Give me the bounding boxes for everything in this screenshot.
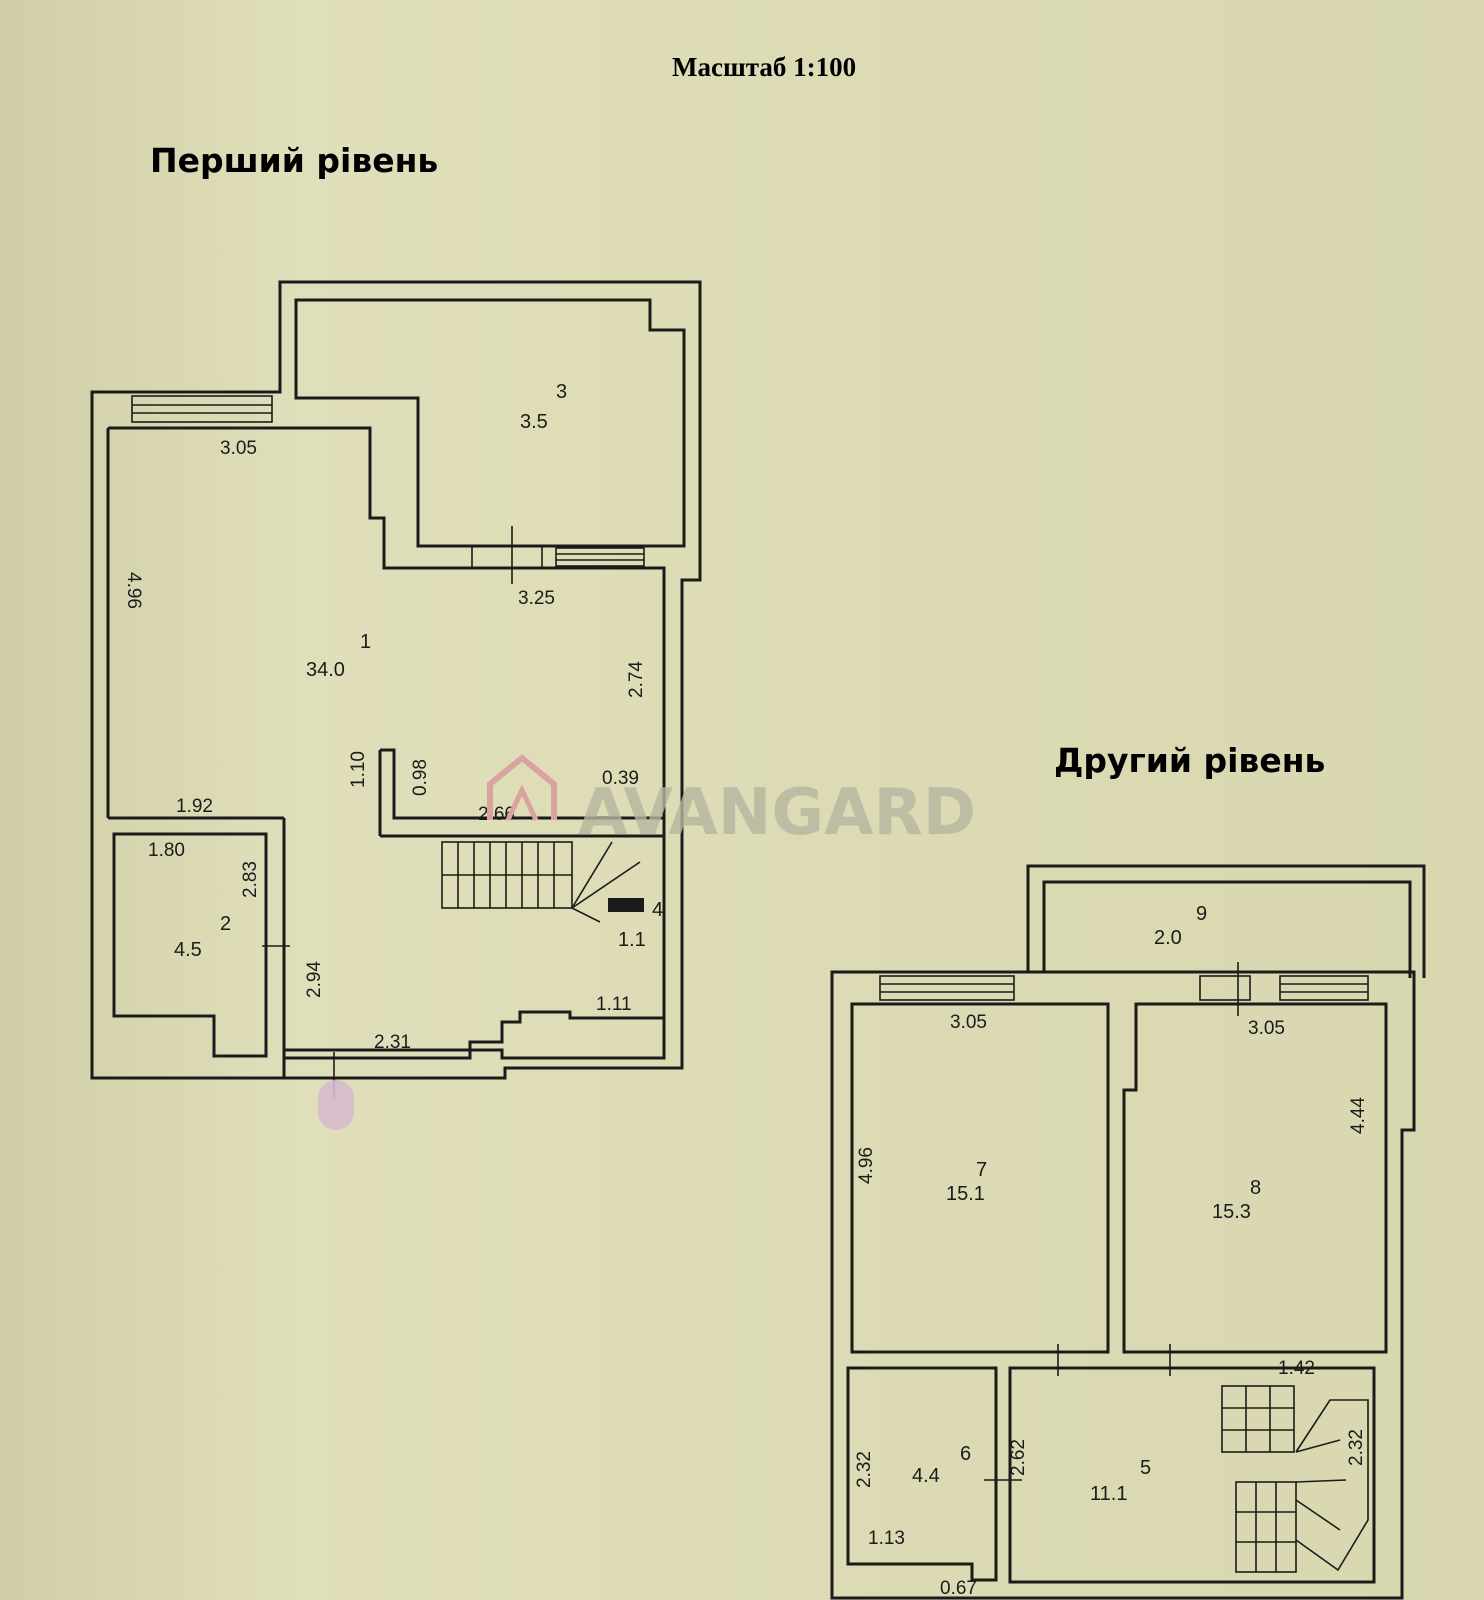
second-level-outer-wall: [830, 970, 1416, 1600]
dim-first-bath-inner: 1.80: [148, 840, 185, 861]
room-5-label: 5 11.1: [1090, 1457, 1151, 1505]
watermark-text: AVANGARD: [578, 776, 976, 850]
dim-second-small-bottom: 1.13: [868, 1528, 905, 1549]
room-area: 11.1: [1090, 1483, 1127, 1505]
stair-block: [1221, 1385, 1295, 1453]
dim-first-bottom-width: 2.31: [374, 1032, 411, 1053]
room-area: 4.5: [174, 939, 202, 961]
watermark: AVANGARD: [487, 754, 976, 850]
dim-first-top-width: 3.05: [220, 438, 257, 459]
stair-winder: [1295, 1399, 1369, 1572]
room-number: 4: [652, 899, 663, 921]
second-window-left: [879, 975, 1015, 1001]
room-8-label: 8 15.3: [1212, 1177, 1261, 1223]
dim-first-left-height: 4.96: [123, 572, 144, 609]
dim-first-mid-width: 3.25: [518, 588, 555, 609]
room-number: 8: [1250, 1177, 1261, 1199]
room-6-label: 6 4.4: [912, 1443, 971, 1487]
room-area: 3.5: [520, 411, 548, 433]
room-2-wall: [112, 832, 268, 1058]
stair-arrow: [571, 907, 601, 923]
room-5-wall: [1008, 1366, 1376, 1584]
first-stair-wall: [380, 748, 664, 820]
room-number: 6: [960, 1443, 971, 1465]
room-4-label: 4 1.1: [618, 899, 663, 951]
stair-arrow: [571, 841, 613, 909]
room-area: 34.0: [306, 659, 345, 681]
dim-second-small-bottom-b: 0.67: [940, 1578, 977, 1599]
room-9-label: 9 2.0: [1154, 903, 1207, 949]
room-3-wall: [294, 298, 686, 548]
stair-winder-lines: [1295, 1439, 1347, 1531]
dim-second-right-top: 3.05: [1248, 1018, 1285, 1039]
dim-first-stair-offset: 0.39: [602, 768, 639, 789]
first-balcony-door: [471, 545, 543, 569]
dim-first-bath-height: 2.83: [240, 861, 261, 898]
room-7-wall: [850, 1002, 1110, 1354]
second-level-title: Другий рівень: [1054, 741, 1325, 780]
dim-second-hall-height: 2.62: [1008, 1439, 1029, 1476]
dim-second-left-height: 4.96: [856, 1147, 877, 1184]
room-area: 15.1: [946, 1183, 985, 1205]
dim-first-bath-top: 1.92: [176, 796, 213, 817]
scale-label: Масштаб 1:100: [672, 52, 856, 82]
room-number: 7: [976, 1159, 987, 1181]
second-balcony-door: [1199, 975, 1251, 1001]
first-level-title: Перший рівень: [150, 141, 438, 180]
room-1-label: 1 34.0: [306, 631, 371, 681]
first-balcony-window: [555, 547, 645, 567]
first-window-top: [131, 395, 273, 423]
room-area: 2.0: [1154, 927, 1182, 949]
watermark-logo-icon: [487, 754, 557, 820]
dim-first-stair-h-a: 1.10: [348, 751, 369, 788]
watermark-logo-inner: [505, 784, 539, 822]
stair-block: [1235, 1481, 1297, 1573]
dim-second-right-height: 4.44: [1348, 1097, 1369, 1134]
room-9-wall: [1026, 864, 1426, 978]
room-number: 9: [1196, 903, 1207, 925]
second-staircase: [1221, 1385, 1369, 1573]
second-window-right: [1279, 975, 1369, 1001]
room-9-inner-wall: [1042, 880, 1412, 978]
room-area: 4.4: [912, 1465, 940, 1487]
first-hall-lower-wall: [284, 1010, 664, 1060]
first-staircase: [441, 841, 644, 923]
room-8-wall: [1122, 1002, 1388, 1354]
room-6-wall: [846, 1366, 998, 1582]
dim-second-stair-height: 2.32: [1346, 1429, 1367, 1466]
room-number: 5: [1140, 1457, 1151, 1479]
room-number: 2: [220, 913, 231, 935]
stair-arrow: [571, 861, 641, 909]
room-area: 15.3: [1212, 1201, 1251, 1223]
room-number: 3: [556, 381, 567, 403]
dim-second-left-top: 3.05: [950, 1012, 987, 1033]
dim-first-hall-height: 2.94: [304, 961, 325, 998]
dim-second-small-height: 2.32: [854, 1451, 875, 1488]
entrance-door-icon: [318, 1080, 354, 1130]
room-number: 1: [360, 631, 371, 653]
room-3-label: 3 3.5: [520, 381, 567, 433]
room-2-label: 2 4.5: [174, 913, 231, 961]
dim-first-right-bottom: 1.11: [596, 994, 632, 1015]
first-level-outer-wall: [90, 280, 702, 1080]
second-level-plan: 3.05 3.05 4.96 4.44 1.42 2.32 2.62 2.32 …: [830, 864, 1426, 1600]
room-area: 1.1: [618, 929, 646, 951]
dim-first-stair-h-b: 0.98: [410, 759, 431, 796]
first-level-plan: 3.05 4.96 3.25 2.74 1.10 0.98 0.39 2.66 …: [90, 280, 702, 1130]
dim-second-stair-top: 1.42: [1278, 1358, 1315, 1379]
dim-first-right-height: 2.74: [626, 661, 647, 698]
first-level-inner-wall: [108, 426, 666, 1060]
room-7-label: 7 15.1: [946, 1159, 987, 1205]
room-4-hatch: [608, 898, 644, 912]
